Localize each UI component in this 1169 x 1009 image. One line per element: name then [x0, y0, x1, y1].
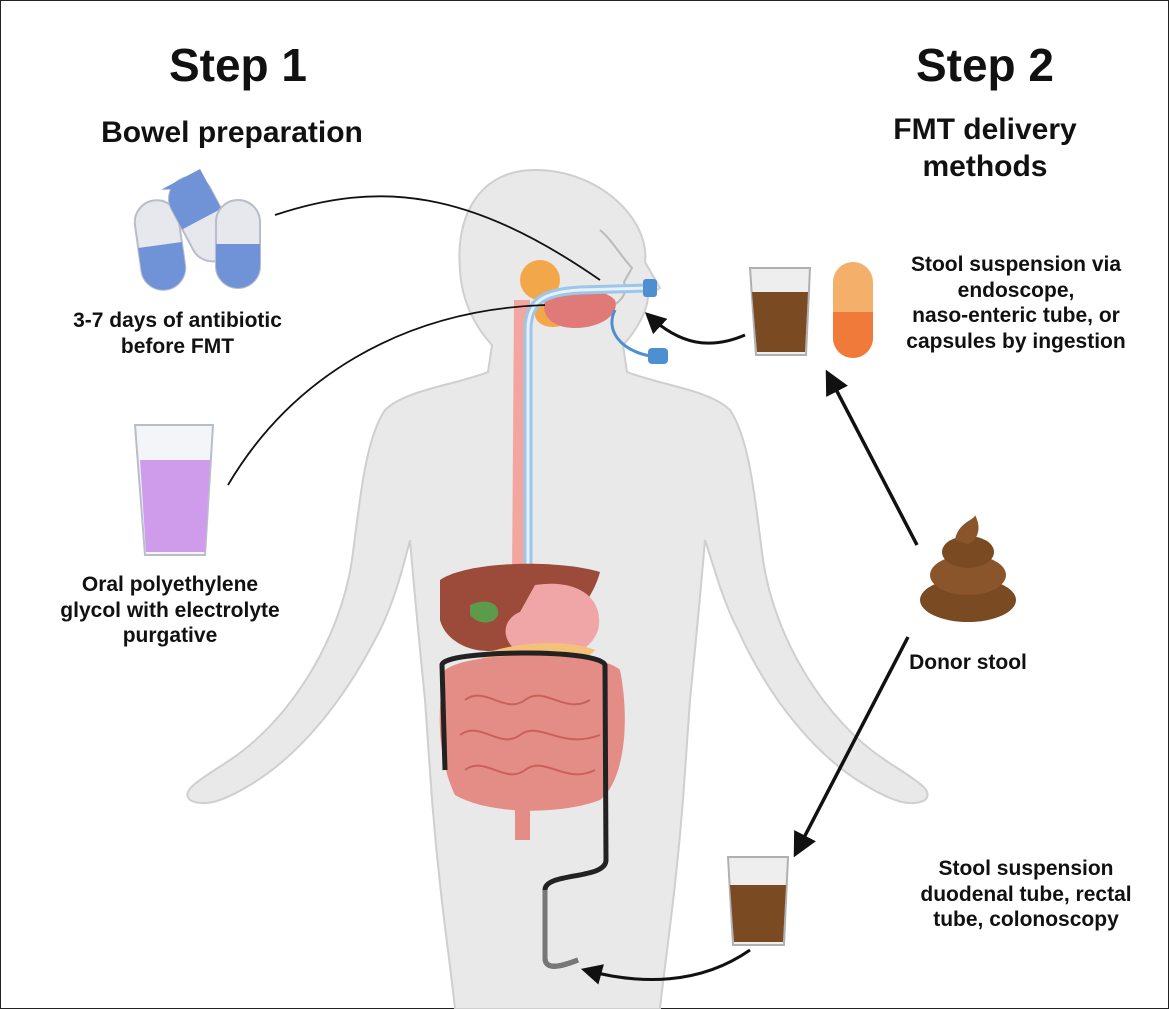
- purgative-label: Oral polyethylene glycol with electrolyt…: [30, 572, 310, 649]
- tube-connector: [643, 279, 657, 297]
- stool-capsule-icon: [833, 262, 873, 358]
- tube-side-port: [648, 348, 668, 364]
- esophagus: [520, 300, 522, 580]
- stool-suspension-cup-icon: [750, 268, 810, 355]
- upper-route-label-line-4: capsules by ingestion: [876, 329, 1156, 355]
- purgative-label-line-3: purgative: [30, 623, 310, 649]
- antibiotic-label-line-2: before FMT: [40, 334, 315, 360]
- rectum: [515, 800, 530, 840]
- antibiotic-label-line-1: 3-7 days of antibiotic: [40, 308, 315, 334]
- step2-title: Step 2: [910, 42, 1060, 88]
- purgative-glass-icon: [135, 425, 213, 555]
- arrow-cup-to-mouth: [648, 315, 745, 343]
- step2-subtitle: FMT delivery methods: [870, 112, 1100, 185]
- arrow-donor-to-lower: [796, 637, 908, 853]
- stool-suspension-cup-lower-icon: [728, 857, 788, 945]
- step2-subtitle-line-2: methods: [870, 149, 1100, 186]
- small-intestine: [440, 655, 625, 811]
- lower-route-label-line-3: tube, colonoscopy: [886, 907, 1166, 933]
- upper-route-label-line-3: naso-enteric tube, or: [876, 303, 1156, 329]
- donor-stool-label: Donor stool: [893, 650, 1043, 676]
- step1-subtitle: Bowel preparation: [92, 115, 372, 152]
- antibiotic-label: 3-7 days of antibiotic before FMT: [40, 308, 315, 359]
- lower-route-label: Stool suspension duodenal tube, rectal t…: [886, 856, 1166, 933]
- donor-stool-icon: [920, 515, 1016, 622]
- antibiotic-capsules-icon: [132, 169, 260, 293]
- lower-route-label-line-1: Stool suspension: [886, 856, 1166, 882]
- upper-route-label: Stool suspension via endoscope, naso-ent…: [876, 252, 1156, 354]
- upper-route-label-line-2: endoscope,: [876, 278, 1156, 304]
- arrow-donor-to-upper: [828, 374, 917, 545]
- lower-route-label-line-2: duodenal tube, rectal: [886, 882, 1166, 908]
- upper-route-label-line-1: Stool suspension via: [876, 252, 1156, 278]
- purgative-label-line-1: Oral polyethylene: [30, 572, 310, 598]
- step1-title: Step 1: [168, 42, 308, 88]
- purgative-label-line-2: glycol with electrolyte: [30, 598, 310, 624]
- step2-subtitle-line-1: FMT delivery: [870, 112, 1100, 149]
